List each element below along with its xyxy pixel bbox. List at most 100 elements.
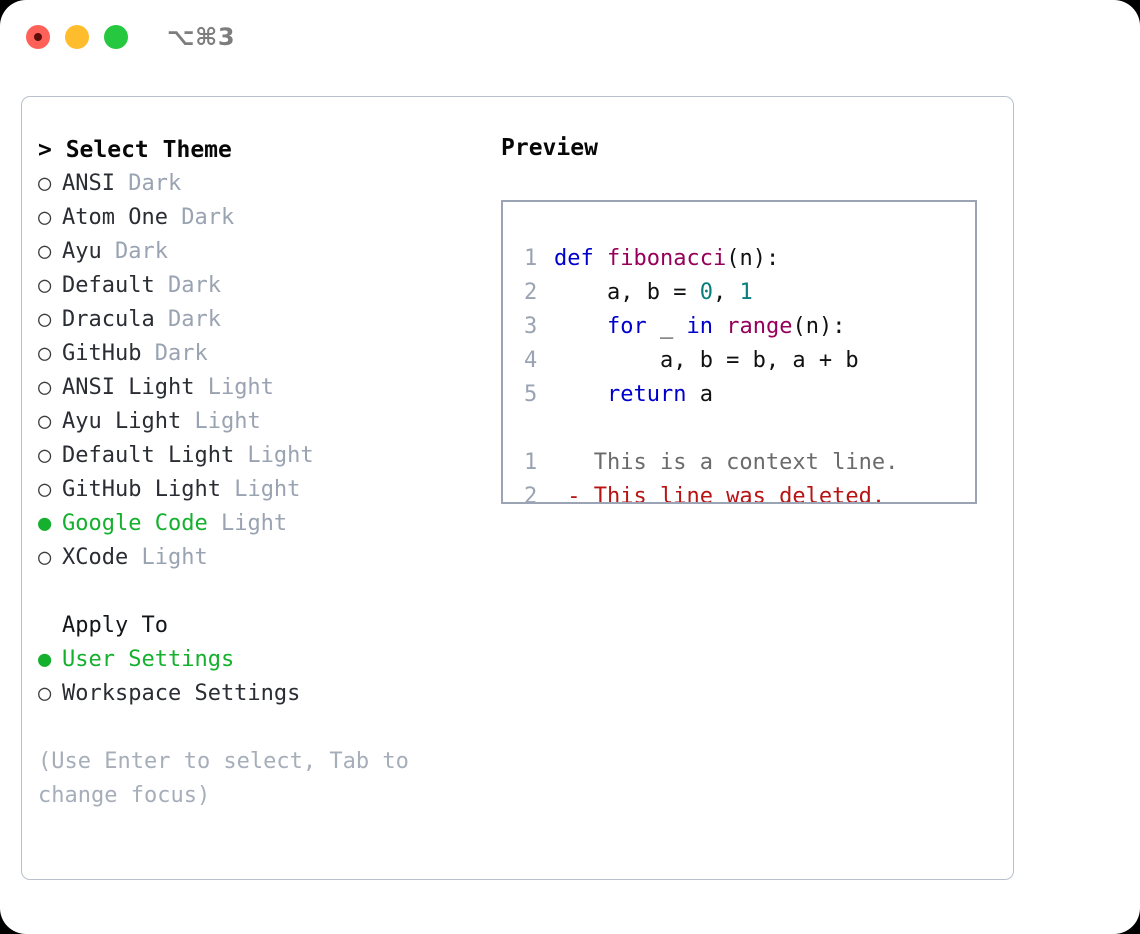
theme-option-xcode[interactable]: ○ XCode Light (38, 541, 488, 575)
preview-title: Preview (501, 135, 598, 161)
theme-variant-tag: Light (128, 545, 208, 570)
radio-selected-icon: ● (38, 511, 52, 536)
theme-variant-tag: Dark (154, 273, 221, 298)
radio-unselected-icon: ○ (38, 545, 52, 570)
theme-option-label: Default Light (62, 443, 235, 468)
code-token (554, 382, 607, 407)
theme-option-github[interactable]: ○ GitHub Dark (38, 337, 488, 371)
code-token: 0 (699, 280, 713, 305)
radio-unselected-icon: ○ (38, 239, 52, 264)
theme-option-default-light[interactable]: ○ Default Light Light (38, 439, 488, 473)
theme-option-label: GitHub Light (62, 477, 221, 502)
radio-unselected-icon: ○ (38, 171, 52, 196)
radio-unselected-icon: ○ (38, 443, 52, 468)
code-token: for (606, 314, 647, 339)
code-token: return (606, 382, 687, 407)
radio-unselected-icon: ○ (38, 307, 52, 332)
code-line: 2 a, b = 0, 1 (503, 276, 975, 310)
code-line: 2 - This line was deleted. (503, 480, 975, 504)
code-token: - This line was deleted. (554, 484, 886, 504)
code-token (713, 314, 726, 339)
theme-option-label: Default (62, 273, 155, 298)
theme-variant-tag: Light (181, 409, 261, 434)
theme-option-label: Ayu (62, 239, 102, 264)
diff-sample: 1 This is a context line.2 - This line w… (503, 446, 975, 504)
theme-option-label: Atom One (62, 205, 168, 230)
line-number: 1 (524, 450, 538, 475)
line-number: 2 (524, 484, 538, 504)
radio-unselected-icon: ○ (38, 375, 52, 400)
code-line: 5 return a (503, 378, 975, 412)
theme-option-label: Ayu Light (62, 409, 182, 434)
code-line: 1 This is a context line. (503, 446, 975, 480)
code-token (594, 246, 607, 271)
theme-option-default[interactable]: ○ Default Dark (38, 269, 488, 303)
code-line: 4 a, b = b, a + b (503, 344, 975, 378)
radio-unselected-icon: ○ (38, 273, 52, 298)
theme-option-label: XCode (62, 545, 129, 570)
code-line: 3 for _ in range(n): (503, 310, 975, 344)
radio-unselected-icon: ○ (38, 341, 52, 366)
theme-option-google-code[interactable]: ●Google Code Light (38, 507, 488, 541)
line-number: 2 (524, 280, 538, 305)
theme-variant-tag: Dark (101, 239, 168, 264)
code-token: a, b = b, a + b (554, 348, 859, 373)
code-token: in (686, 314, 713, 339)
keyboard-shortcut-label: ⌥⌘3 (167, 23, 236, 51)
code-token: (n): (726, 246, 780, 271)
line-number: 1 (524, 246, 538, 271)
theme-option-ayu[interactable]: ○ Ayu Dark (38, 235, 488, 269)
theme-option-atom-one[interactable]: ○ Atom One Dark (38, 201, 488, 235)
code-token: 1 (739, 280, 753, 305)
code-token: _ (646, 314, 687, 339)
theme-picker: > Select Theme ○ANSI Dark○Atom One Dark○… (38, 133, 488, 813)
theme-option-ayu-light[interactable]: ○Ayu Light Light (38, 405, 488, 439)
list-spacer (38, 575, 488, 609)
apply-to-title: Apply To (62, 613, 168, 638)
code-token (554, 314, 607, 339)
radio-unselected-icon: ○ (38, 205, 52, 230)
theme-variant-tag: Light (234, 443, 314, 468)
close-button[interactable] (26, 25, 50, 49)
theme-option-github-light[interactable]: ○ GitHub Light Light (38, 473, 488, 507)
apply-to-option-user-settings[interactable]: ●User Settings (38, 643, 488, 677)
theme-list: ○ANSI Dark○Atom One Dark○Ayu Dark○Defaul… (38, 167, 488, 575)
theme-option-ansi-light[interactable]: ○ ANSI Light Light (38, 371, 488, 405)
code-token: a, b = (554, 280, 700, 305)
code-token: a (686, 382, 713, 407)
theme-option-label: ANSI Light (62, 375, 195, 400)
theme-option-ansi[interactable]: ○ANSI Dark (38, 167, 488, 201)
radio-unselected-icon: ○ (38, 681, 52, 706)
theme-variant-tag: Dark (167, 205, 235, 230)
code-token: (n): (792, 314, 846, 339)
code-token: range (726, 314, 793, 339)
line-number: 3 (524, 314, 538, 339)
code-diff-separator (503, 412, 975, 446)
line-number: 4 (524, 348, 538, 373)
apply-to-option-workspace-settings[interactable]: ○ Workspace Settings (38, 677, 488, 711)
line-number: 5 (524, 382, 538, 407)
theme-option-dracula[interactable]: ○Dracula Dark (38, 303, 488, 337)
code-token: This is a context line. (554, 450, 899, 475)
theme-variant-tag: Dark (141, 341, 208, 366)
title-bar: ⌥⌘3 (0, 0, 1140, 78)
theme-picker-title: > Select Theme (38, 137, 232, 163)
theme-variant-tag: Dark (154, 307, 221, 332)
minimize-button[interactable] (65, 25, 89, 49)
code-token: , (712, 280, 740, 305)
theme-variant-tag: Light (220, 477, 301, 502)
apply-to-option-label: User Settings (62, 647, 235, 672)
apply-to-list: ●User Settings ○ Workspace Settings (38, 643, 488, 711)
code-token: fibonacci (607, 246, 727, 271)
theme-option-label: GitHub (62, 341, 142, 366)
radio-unselected-icon: ○ (38, 477, 52, 502)
apply-to-option-label: Workspace Settings (62, 681, 301, 706)
zoom-button[interactable] (104, 25, 128, 49)
theme-variant-tag: Light (194, 375, 274, 400)
keyboard-hint: (Use Enter to select, Tab to change focu… (38, 749, 423, 808)
